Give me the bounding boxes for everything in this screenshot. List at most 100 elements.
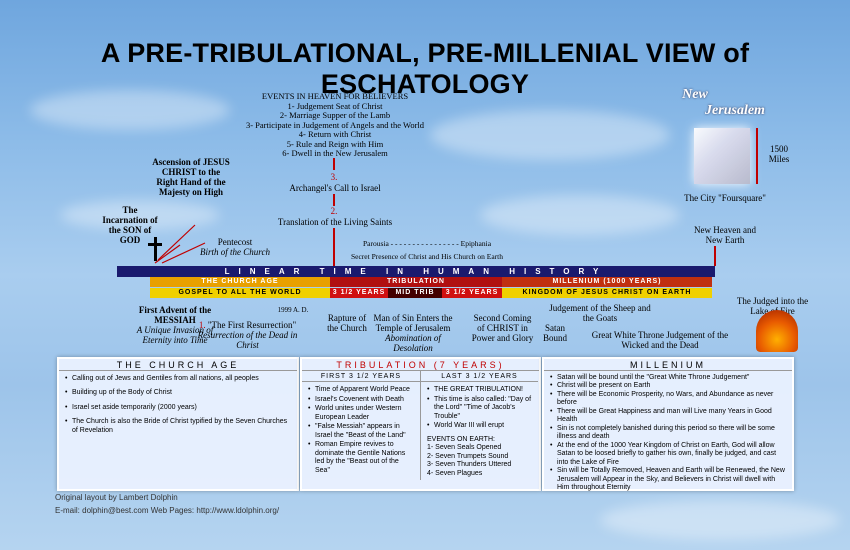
list-item: Israel's Covenent with Death: [308, 396, 414, 405]
events-head: EVENTS ON EARTH:: [427, 435, 495, 443]
cloud: [30, 90, 230, 130]
list-item: Building up of the Body of Christ: [65, 389, 291, 398]
archangel-label: Archangel's Call to Israel: [289, 183, 381, 193]
first-advent: First Advent of the MESSIAH A Unique Inv…: [130, 305, 220, 345]
satan-bound-label: Satan Bound: [542, 323, 567, 343]
event-item: 1- Seven Seals Opened: [427, 444, 502, 451]
arrow: [333, 194, 335, 206]
heaven-event-item: 6- Dwell in the New Jerusalem: [282, 148, 388, 158]
list-item: This time is also called: "Day of the Lo…: [427, 396, 532, 422]
band-gospel: GOSPEL TO ALL THE WORLD: [150, 288, 330, 298]
list-item: World War III will erupt: [427, 422, 532, 431]
new-jerusalem-cube: [694, 128, 750, 184]
miles-label: 1500 Miles: [768, 144, 790, 164]
millenium-panel: MILLENIUM Satan will be bound until the …: [542, 357, 794, 491]
last-half-column: LAST 3 1/2 YEARS THE GREAT TRIBULATION! …: [420, 370, 538, 480]
man-of-sin: Man of Sin Enters the Temple of Jerusale…: [368, 313, 458, 353]
page-title: A PRE-TRIBULATIONAL, PRE-MILLENIAL VIEW …: [100, 38, 750, 99]
arrow: [756, 128, 758, 184]
event-item: 2- Seven Trumpets Sound: [427, 452, 509, 460]
list-item: World unites under Western European Lead…: [308, 405, 414, 422]
list-item: At the end of the 1000 Year Kingdom of C…: [550, 442, 786, 468]
mill-panel-head: MILLENIUM: [544, 359, 792, 371]
cloud: [430, 110, 670, 160]
list-item: Time of Apparent World Peace: [308, 386, 414, 395]
secret-presence-label: Secret Presence of Christ and His Church…: [350, 252, 504, 261]
first-res-title: "The First Resurrection": [207, 320, 297, 330]
arrow: [333, 228, 335, 266]
list-item: Sin will be Totally Removed, Heaven and …: [550, 467, 786, 493]
timeline-main: LINEAR TIME IN HUMAN HISTORY: [117, 266, 715, 277]
new-jerusalem-2: Jerusalem: [705, 103, 765, 118]
first-resurrection: 1. "The First Resurrection" Resurrection…: [195, 320, 300, 350]
band-church-age: THE CHURCH AGE: [150, 277, 330, 287]
translation-label: Translation of the Living Saints: [277, 217, 393, 227]
label-3: 3.: [330, 172, 338, 182]
heaven-events: EVENTS IN HEAVEN FOR BELIEVERS 1- Judgem…: [220, 91, 450, 159]
ascension-label: Ascension of JESUS CHRIST to the Right H…: [152, 157, 230, 197]
list-item: Israel set aside temporarily (2000 years…: [65, 404, 291, 413]
new-jerusalem-1: New: [682, 87, 708, 102]
last-half-head: LAST 3 1/2 YEARS: [421, 371, 538, 382]
new-heaven-label: New Heaven and New Earth: [694, 225, 756, 245]
incarnation-label: The Incarnation of the SON of GOD: [102, 205, 158, 245]
band-midtrib: MID TRIB: [388, 288, 442, 298]
band-half2: 3 1/2 YEARS: [442, 288, 502, 298]
band-millenium: MILLENIUM (1000 YEARS): [502, 277, 712, 287]
man-of-sin-sub: Abomination of Desolation: [385, 333, 441, 353]
parousia-label: Parousia - - - - - - - - - - - - - - - -…: [362, 239, 492, 248]
cloud: [600, 500, 840, 540]
heaven-event-item: 5- Rule and Reign with Him: [286, 138, 384, 149]
church-age-panel: THE CHURCH AGE Calling out of Jews and G…: [57, 357, 299, 491]
rapture-label: Rapture of the Church: [327, 313, 367, 333]
trib-panel-head: TRIBULATION (7 YEARS): [302, 359, 539, 371]
cross-icon: [148, 237, 162, 261]
list-item: Satan will be bound until the "Great Whi…: [550, 374, 786, 383]
first-advent-sub: A Unique Invasion of Eternity into Time: [136, 325, 214, 345]
event-item: 3- Seven Thunders Uttered: [427, 461, 512, 468]
footer-links[interactable]: E-mail: dolphin@best.com Web Pages: http…: [55, 506, 280, 515]
footer-credit: Original layout by Lambert Dolphin: [55, 493, 178, 502]
cloud: [60, 200, 220, 230]
pentecost-title: Pentecost: [217, 237, 253, 247]
year-label: 1999 A. D.: [277, 306, 309, 314]
list-item: Calling out of Jews and Gentiles from al…: [65, 375, 291, 384]
pentecost-label: Pentecost Birth of the Church: [195, 237, 275, 257]
arrow: [714, 246, 716, 266]
church-panel-head: THE CHURCH AGE: [59, 359, 297, 371]
first-advent-title: First Advent of the MESSIAH: [138, 305, 212, 325]
events-on-earth: EVENTS ON EARTH: 1- Seven Seals Opened 2…: [421, 436, 538, 479]
arrow: [333, 158, 335, 170]
band-half1: 3 1/2 YEARS: [330, 288, 388, 298]
pentecost-sub: Birth of the Church: [200, 247, 270, 257]
gwt-label: Great White Throne Judgement of the Wick…: [591, 330, 729, 350]
man-of-sin-title: Man of Sin Enters the Temple of Jerusale…: [373, 313, 453, 333]
list-item: There will be Great Happiness and man wi…: [550, 408, 786, 425]
list-item: THE GREAT TRIBULATION!: [427, 386, 532, 395]
tribulation-panel: TRIBULATION (7 YEARS) FIRST 3 1/2 YEARS …: [300, 357, 541, 491]
fire-icon: [756, 310, 798, 352]
first-half-head: FIRST 3 1/2 YEARS: [302, 371, 420, 382]
list-item: Sin is not completely banished during th…: [550, 425, 786, 442]
second-coming-label: Second Coming of CHRIST in Power and Glo…: [471, 313, 534, 343]
heaven-event-item: 4- Return with Christ: [298, 129, 372, 139]
heaven-event-item: 1- Judgement Seat of Christ: [287, 100, 383, 111]
list-item: The Church is also the Bride of Christ t…: [65, 418, 291, 435]
red-arrows: [154, 224, 206, 264]
list-item: "False Messiah" appears in Israel the "B…: [308, 423, 414, 440]
list-item: Christ will be present on Earth: [550, 382, 786, 391]
cloud: [480, 195, 680, 235]
first-res-sub: Resurrection of the Dead in Christ: [197, 330, 298, 350]
band-tribulation: TRIBULATION: [330, 277, 502, 287]
list-item: There will be Economic Prosperity, no Wa…: [550, 391, 786, 408]
label-2: 2.: [330, 206, 338, 216]
event-item: 4- Seven Plagues: [427, 469, 483, 477]
heaven-event-item: 3- Participate in Judgement of Angels an…: [245, 119, 425, 130]
first-res-num: 1.: [198, 320, 206, 330]
heaven-event-item: 2- Marriage Supper of the Lamb: [279, 110, 391, 120]
first-half-column: FIRST 3 1/2 YEARS Time of Apparent World…: [302, 371, 420, 481]
foursquare-label: The City "Foursquare": [684, 193, 766, 203]
heaven-events-title: EVENTS IN HEAVEN FOR BELIEVERS: [261, 91, 409, 101]
sheep-goats-label: Judgement of the Sheep and the Goats: [549, 303, 651, 323]
list-item: Roman Empire revives to dominate the Gen…: [308, 441, 414, 475]
